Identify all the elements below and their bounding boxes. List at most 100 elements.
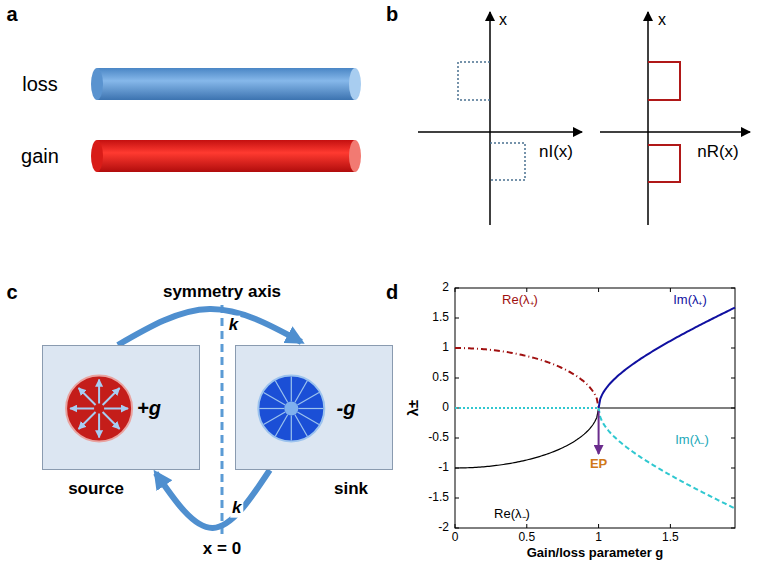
tick-label: 1.5 — [432, 311, 449, 324]
tick — [731, 318, 735, 319]
waveguide-label: gain — [21, 145, 59, 167]
absorption-line — [291, 377, 292, 402]
im-curve — [599, 408, 735, 508]
real-index-profile — [648, 145, 680, 182]
cylinder-end — [349, 68, 361, 100]
tick — [455, 498, 459, 499]
axis-label: x — [499, 11, 507, 29]
re-curve — [455, 408, 599, 468]
emission-arrow — [103, 412, 120, 429]
absorption-line — [298, 408, 323, 409]
curve-label: Im(λ₋) — [675, 433, 709, 447]
tick — [670, 524, 671, 528]
zero-line — [599, 407, 735, 408]
tick — [526, 524, 527, 528]
region-caption: sink — [334, 480, 368, 499]
absorption-line — [297, 412, 319, 425]
sink-region: -gsink — [235, 345, 393, 470]
coupling-label: k — [227, 316, 240, 335]
tick-label: -1 — [438, 461, 449, 474]
emission-arrow — [104, 408, 128, 410]
tick — [670, 288, 671, 292]
axis-label: nR(x) — [697, 143, 739, 162]
tick — [731, 378, 735, 379]
curve-label: Re(λ₊) — [502, 293, 538, 307]
tick-label: 0.5 — [518, 531, 535, 544]
absorption-line — [297, 393, 319, 406]
axis-label: nI(x) — [539, 143, 573, 162]
tick-label: 1 — [442, 341, 449, 354]
imaginary-index-profile — [490, 143, 525, 180]
tick — [731, 348, 735, 349]
axis-title: symmetry axis — [163, 283, 281, 302]
tick — [731, 528, 735, 529]
sink-icon — [236, 346, 394, 471]
cylinder-end — [91, 140, 103, 172]
imaginary-index-profile — [458, 62, 490, 100]
tick-label: 1 — [595, 531, 602, 544]
axis — [418, 131, 582, 133]
absorption-line — [264, 412, 286, 425]
point-label: EP — [590, 457, 607, 471]
tick — [455, 318, 459, 319]
source-icon — [43, 346, 201, 471]
source-region: +gsource — [42, 345, 200, 470]
region-caption: source — [68, 480, 124, 499]
axis-position: x = 0 — [203, 540, 241, 559]
absorption-line — [259, 408, 284, 409]
curve-label: Re(λ₋) — [494, 507, 530, 521]
tick — [455, 438, 459, 439]
axis — [600, 131, 750, 133]
axis — [647, 12, 649, 225]
coupling-arrow — [118, 309, 302, 345]
tick — [598, 524, 599, 528]
loss-waveguide — [91, 68, 361, 100]
absorption-line — [275, 415, 288, 437]
tick-label: -0.5 — [428, 431, 449, 444]
real-index-profile — [648, 62, 680, 100]
ep-arrow — [598, 411, 600, 454]
sink-disc — [258, 376, 324, 442]
gain-loss-label: -g — [337, 397, 356, 419]
axis-label: x — [658, 11, 666, 29]
tick — [731, 288, 735, 289]
tick — [526, 288, 527, 292]
tick — [598, 288, 599, 292]
tick-label: 0.5 — [432, 371, 449, 384]
tick-label: 0 — [442, 401, 449, 414]
absorption-line — [295, 381, 308, 403]
source-disc — [66, 376, 132, 442]
im-curve — [599, 308, 735, 408]
absorption-line — [264, 393, 286, 406]
coupling-arrow — [156, 470, 270, 528]
gain-waveguide — [91, 140, 361, 172]
im-curve — [455, 407, 599, 409]
tick — [731, 438, 735, 439]
tick — [455, 288, 456, 292]
gain-loss-label: +g — [137, 397, 161, 419]
re-curve — [455, 348, 599, 408]
cylinder-end — [349, 140, 361, 172]
emission-arrow — [98, 380, 100, 404]
x-axis-title: Gain/loss parameter g — [527, 546, 664, 560]
tick — [731, 468, 735, 469]
cylinder-body — [97, 68, 355, 100]
tick-label: 2 — [442, 281, 449, 294]
tick — [455, 288, 459, 289]
panel-letter: c — [6, 281, 17, 303]
axis — [489, 12, 491, 225]
cylinder-end — [91, 68, 103, 100]
tick — [455, 378, 459, 379]
tick — [731, 498, 735, 499]
emission-arrow — [79, 412, 96, 429]
absorption-line — [275, 381, 288, 403]
emission-arrow — [98, 414, 100, 438]
tick-label: 1.5 — [662, 531, 679, 544]
plot-frame — [455, 288, 735, 528]
tick-label: -2 — [438, 521, 449, 534]
emission-arrow — [103, 388, 120, 405]
emission-arrow — [70, 408, 94, 410]
